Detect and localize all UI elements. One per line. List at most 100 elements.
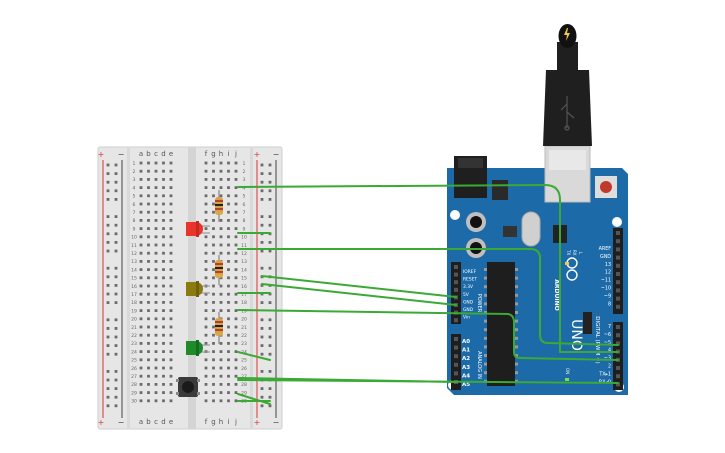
rail-hole[interactable]: [114, 180, 118, 184]
breadboard-hole[interactable]: [169, 235, 173, 239]
breadboard-hole[interactable]: [147, 235, 150, 239]
rail-hole[interactable]: [114, 163, 118, 167]
breadboard-hole[interactable]: [162, 333, 165, 337]
breadboard-hole[interactable]: [212, 309, 215, 312]
breadboard-hole[interactable]: [162, 169, 165, 173]
rail-hole[interactable]: [106, 249, 110, 253]
breadboard-hole[interactable]: [234, 350, 238, 353]
breadboard-hole[interactable]: [219, 251, 223, 255]
breadboard-hole[interactable]: [234, 186, 238, 189]
breadboard-hole[interactable]: [204, 374, 208, 378]
header-socket[interactable]: [616, 280, 620, 285]
breadboard-hole[interactable]: [169, 243, 173, 247]
rail-hole[interactable]: [114, 370, 118, 373]
breadboard-hole[interactable]: [234, 276, 238, 280]
breadboard-hole[interactable]: [139, 194, 143, 198]
rail-hole[interactable]: [106, 344, 110, 347]
rail-hole[interactable]: [114, 232, 118, 236]
breadboard-hole[interactable]: [212, 219, 215, 222]
header-socket[interactable]: [616, 272, 620, 276]
breadboard-hole[interactable]: [162, 374, 165, 378]
breadboard-hole[interactable]: [204, 383, 208, 386]
breadboard-hole[interactable]: [139, 366, 143, 370]
breadboard-hole[interactable]: [162, 292, 165, 296]
breadboard-hole[interactable]: [139, 260, 143, 263]
rail-hole[interactable]: [114, 327, 118, 330]
breadboard-hole[interactable]: [227, 366, 230, 370]
rail-hole[interactable]: [114, 395, 118, 399]
breadboard-hole[interactable]: [154, 235, 158, 239]
breadboard-hole[interactable]: [154, 268, 158, 271]
rail-hole[interactable]: [106, 172, 110, 175]
rail-hole[interactable]: [114, 198, 118, 201]
breadboard-hole[interactable]: [169, 178, 173, 181]
breadboard-hole[interactable]: [147, 391, 150, 394]
breadboard-hole[interactable]: [147, 169, 150, 173]
breadboard-hole[interactable]: [147, 178, 150, 181]
breadboard-hole[interactable]: [212, 366, 215, 370]
rail-hole[interactable]: [106, 301, 110, 304]
breadboard-hole[interactable]: [212, 342, 215, 345]
breadboard-hole[interactable]: [234, 268, 238, 271]
rail-hole[interactable]: [114, 189, 118, 193]
breadboard-hole[interactable]: [212, 194, 215, 198]
breadboard-hole[interactable]: [212, 333, 215, 337]
breadboard-hole[interactable]: [234, 325, 238, 329]
rail-hole[interactable]: [260, 318, 264, 322]
breadboard-hole[interactable]: [139, 350, 143, 353]
breadboard-hole[interactable]: [139, 325, 143, 329]
breadboard-hole[interactable]: [162, 260, 165, 263]
breadboard-hole[interactable]: [234, 391, 238, 394]
breadboard-hole[interactable]: [169, 268, 173, 271]
breadboard-hole[interactable]: [234, 235, 238, 239]
breadboard-hole[interactable]: [212, 202, 215, 206]
breadboard-hole[interactable]: [169, 227, 173, 230]
breadboard-hole[interactable]: [162, 366, 165, 370]
rail-hole[interactable]: [260, 344, 264, 347]
rail-hole[interactable]: [106, 395, 110, 399]
rail-hole[interactable]: [114, 318, 118, 322]
rail-hole[interactable]: [260, 301, 264, 304]
breadboard-hole[interactable]: [139, 235, 143, 239]
header-socket[interactable]: [616, 288, 620, 293]
header-socket[interactable]: [616, 341, 620, 346]
breadboard-hole[interactable]: [139, 292, 143, 296]
breadboard-hole[interactable]: [204, 227, 208, 230]
breadboard-hole[interactable]: [139, 309, 143, 312]
breadboard-hole[interactable]: [154, 301, 158, 304]
breadboard-hole[interactable]: [162, 235, 165, 239]
breadboard-hole[interactable]: [234, 358, 238, 362]
breadboard-hole[interactable]: [204, 169, 208, 173]
rail-hole[interactable]: [260, 249, 264, 253]
rail-hole[interactable]: [106, 292, 110, 296]
breadboard-hole[interactable]: [212, 350, 215, 353]
breadboard-hole[interactable]: [162, 276, 165, 280]
breadboard-hole[interactable]: [139, 383, 143, 386]
breadboard-hole[interactable]: [147, 342, 150, 345]
rail-hole[interactable]: [106, 241, 110, 244]
breadboard-hole[interactable]: [234, 251, 238, 255]
breadboard-hole[interactable]: [162, 178, 165, 181]
rail-hole[interactable]: [114, 172, 118, 175]
breadboard-hole[interactable]: [227, 243, 230, 247]
rail-hole[interactable]: [106, 370, 110, 373]
breadboard-hole[interactable]: [219, 358, 223, 362]
breadboard-hole[interactable]: [204, 202, 208, 206]
breadboard-hole[interactable]: [139, 227, 143, 230]
reset-button[interactable]: [595, 176, 617, 198]
breadboard-hole[interactable]: [139, 243, 143, 247]
breadboard-hole[interactable]: [139, 276, 143, 280]
breadboard-hole[interactable]: [147, 374, 150, 378]
breadboard-hole[interactable]: [147, 260, 150, 263]
breadboard-hole[interactable]: [162, 301, 165, 304]
breadboard-hole[interactable]: [154, 399, 158, 403]
breadboard-hole[interactable]: [227, 251, 230, 255]
rail-hole[interactable]: [268, 395, 272, 399]
breadboard-hole[interactable]: [147, 276, 150, 280]
breadboard-hole[interactable]: [169, 317, 173, 321]
breadboard-hole[interactable]: [154, 317, 158, 321]
breadboard-hole[interactable]: [219, 366, 223, 370]
breadboard-hole[interactable]: [139, 169, 143, 173]
breadboard-hole[interactable]: [162, 161, 165, 165]
